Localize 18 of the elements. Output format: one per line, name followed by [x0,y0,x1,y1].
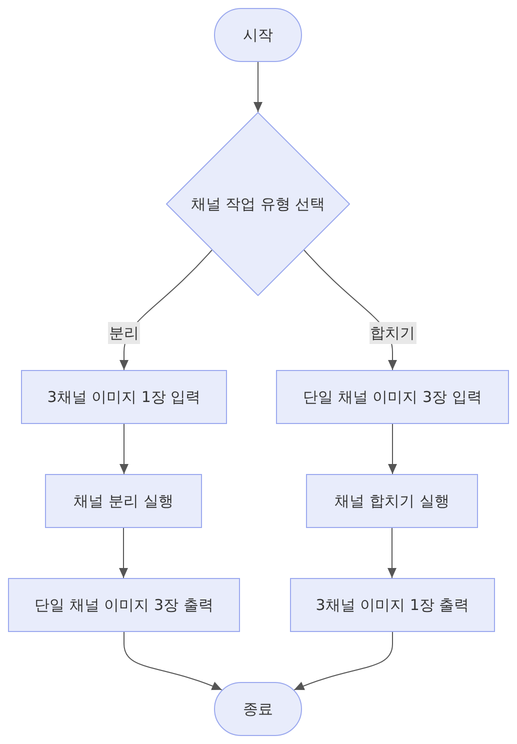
arrow [388,528,396,578]
process-box: 채널 합치기 실행 [306,474,478,528]
terminal: 종료 [214,682,302,736]
edge-label: 합치기 [369,322,416,344]
process-box: 채널 분리 실행 [45,474,202,528]
terminal: 시작 [214,8,302,62]
process-box: 3채널 이미지 1장 출력 [290,578,495,632]
arrow [388,424,397,474]
process-box: 3채널 이미지 1장 입력 [21,370,227,424]
arrow [294,632,393,690]
arrow [119,528,128,578]
arrow [254,62,262,112]
arrow [120,424,128,474]
edge-label: 분리 [108,322,140,344]
process-box: 단일 채널 이미지 3장 입력 [276,370,509,424]
process-box: 단일 채널 이미지 3장 출력 [8,578,240,632]
decision-diamond: 채널 작업 유형 선택 [166,112,350,296]
arrow [124,632,222,690]
